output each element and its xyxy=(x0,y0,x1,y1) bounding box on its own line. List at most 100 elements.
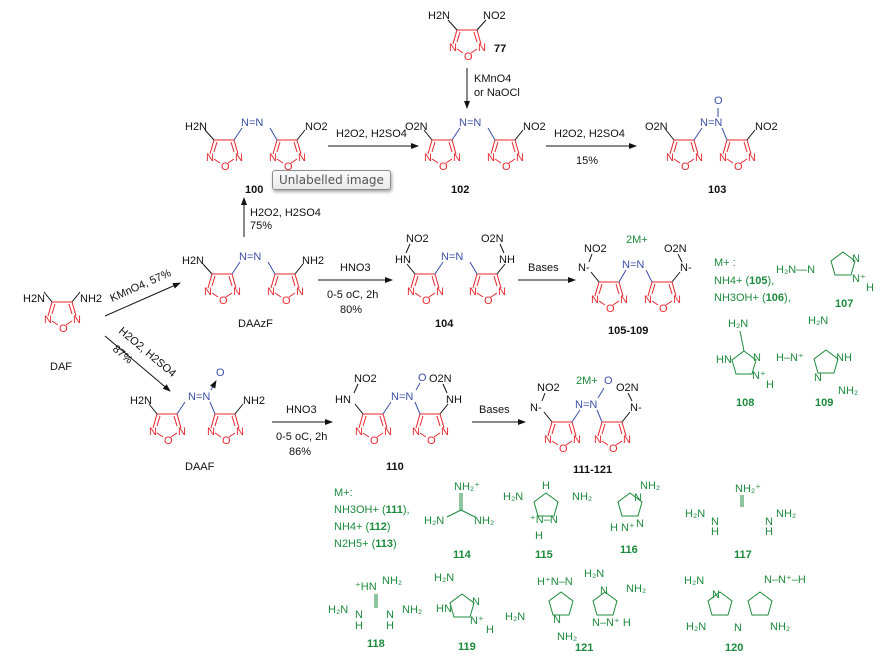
arrow-daf-to-daaf xyxy=(104,335,171,392)
c111-oxide: O xyxy=(604,375,613,387)
svg-text:NH₂: NH₂ xyxy=(626,583,646,595)
cation-116: NH₂ N H N⁺ N 116 xyxy=(610,480,660,556)
svg-text:NH₂: NH₂ xyxy=(474,515,494,527)
c105-sub-left-top: NO2 xyxy=(584,243,607,255)
svg-text:N: N xyxy=(636,518,644,530)
svg-text:NH₂: NH₂ xyxy=(572,491,592,503)
rdaazf-104-line3: 80% xyxy=(340,304,362,316)
c111-sub-left-top: NO2 xyxy=(537,382,560,394)
svg-text:NH: NH xyxy=(836,352,852,364)
rdaf-daazf-line1: KMnO4, 57% xyxy=(108,267,173,305)
svg-text:⁺N–N: ⁺N–N xyxy=(530,514,558,526)
cation-109: H₂N H–N⁺ NH N NH₂ 109 xyxy=(776,315,858,409)
svg-text:H: H xyxy=(766,379,774,391)
svg-text:N–N⁺–H: N–N⁺–H xyxy=(764,574,806,586)
daaf-bridge: N=N xyxy=(188,391,210,403)
rdaaf-110-line1: HNO3 xyxy=(286,404,317,416)
svg-text:N: N xyxy=(634,492,642,504)
cation-b-item: NH4+ (112) xyxy=(334,521,391,533)
svg-text:H: H xyxy=(386,620,394,632)
svg-text:NH₂: NH₂ xyxy=(557,631,577,643)
c121-label: 121 xyxy=(575,642,593,654)
svg-text:H₂N: H₂N xyxy=(808,315,828,327)
compound-103: O2N N=N O NO2 103 xyxy=(645,95,778,196)
compound-daazf: H2N N=N NH2 DAAzF xyxy=(182,251,324,330)
c104-sub-left-top: NO2 xyxy=(406,233,429,245)
c105-salt: 2M+ xyxy=(626,234,648,246)
c108-label: 108 xyxy=(736,397,754,409)
svg-text:H: H xyxy=(486,624,494,636)
svg-text:N: N xyxy=(355,609,363,621)
rdaazf-100-line2: 75% xyxy=(250,220,272,232)
svg-text:H₂N: H₂N xyxy=(434,572,454,584)
compound-104: NO2 HN N=N O2N NH 104 xyxy=(395,233,515,330)
c103-sub-left: O2N xyxy=(645,121,668,133)
c111-sub-left: N- xyxy=(530,402,542,414)
svg-text:HN: HN xyxy=(436,603,452,615)
daaf-sub-right: NH2 xyxy=(243,395,265,407)
c105-bridge: N=N xyxy=(622,259,644,271)
c100-label: 100 xyxy=(245,184,263,196)
cation-115: H H₂N NH₂ ⁺N–N H 115 xyxy=(503,480,592,561)
compound-111-121: 2M+ NO2 N- N=N O O2N N- 111-121 xyxy=(530,375,642,476)
r102-103-line2: 15% xyxy=(576,155,598,167)
c103-bridge: N=N xyxy=(700,117,722,129)
rdaazf-104-line2: 0-5 oC, 2h xyxy=(327,289,378,301)
svg-text:H N⁺: H N⁺ xyxy=(610,522,635,534)
daaf-oxide: O xyxy=(216,367,225,379)
c109-label: 109 xyxy=(815,397,833,409)
svg-text:N: N xyxy=(765,516,773,528)
r77-102-line2: or NaOCl xyxy=(474,87,520,99)
c110-oxide: O xyxy=(418,372,427,384)
svg-text:H₂N: H₂N xyxy=(505,611,525,623)
image-tooltip: Unlabelled image xyxy=(272,170,391,190)
svg-text:N: N xyxy=(553,614,561,626)
svg-text:H: H xyxy=(355,620,363,632)
cation-108: H₂N HN N N⁺ H 108 xyxy=(716,318,774,409)
c77-label: 77 xyxy=(494,43,506,55)
daazf-sub-left: H2N xyxy=(182,255,204,267)
svg-text:N⁺: N⁺ xyxy=(852,273,866,285)
c100-sub-left: H2N xyxy=(185,121,207,133)
c104-sub-right-top: O2N xyxy=(481,233,504,245)
svg-text:H₂N: H₂N xyxy=(684,575,704,587)
svg-text:NH₂: NH₂ xyxy=(838,385,858,397)
cations-a-header: M+ : xyxy=(714,257,736,269)
r110-111-line1: Bases xyxy=(479,404,510,416)
cation-list-b: M+: NH3OH+ (111), NH4+ (112) N2H5+ (113) xyxy=(334,487,410,550)
c110-sub-right: NH xyxy=(446,394,462,406)
svg-text:N⁺: N⁺ xyxy=(752,370,766,382)
svg-text:N: N xyxy=(600,585,608,597)
cation-a-item: NH4+ (105), xyxy=(714,275,774,287)
svg-text:H₂N: H₂N xyxy=(686,621,706,633)
cation-121: H⁺N–N H₂N N NH₂ H₂N N NH₂ N–N⁺ H 121 xyxy=(505,568,646,654)
svg-text:N: N xyxy=(711,516,719,528)
compound-77: H2N NO2 77 xyxy=(428,10,506,64)
c100-bridge: N=N xyxy=(241,117,263,129)
c105-sub-left: N- xyxy=(578,262,590,274)
r77-102-line1: KMnO4 xyxy=(474,73,511,85)
svg-text:NH₂: NH₂ xyxy=(640,480,660,492)
rdaaf-110-line2: 0-5 oC, 2h xyxy=(276,431,327,443)
c105-sub-right-top: O2N xyxy=(664,243,687,255)
c103-oxide: O xyxy=(714,95,723,107)
c107-label: 107 xyxy=(835,298,853,310)
daf-label: DAF xyxy=(50,361,72,373)
svg-text:N: N xyxy=(386,609,394,621)
daaf-sub-left: H2N xyxy=(130,395,152,407)
daazf-label: DAAzF xyxy=(238,318,273,330)
cation-b-item: NH3OH+ (111), xyxy=(334,504,410,516)
svg-text:N–N⁺ H: N–N⁺ H xyxy=(592,617,631,629)
compound-100: H2N N=N NO2 100 xyxy=(185,117,328,196)
svg-text:N: N xyxy=(472,596,480,608)
c111-sub-right: N- xyxy=(630,402,642,414)
svg-text:H₂N: H₂N xyxy=(503,491,523,503)
c102-label: 102 xyxy=(451,184,469,196)
c105-label: 105-109 xyxy=(608,325,648,337)
c104-bridge: N=N xyxy=(441,251,463,263)
c100-sub-right: NO2 xyxy=(305,121,328,133)
daaf-label: DAAF xyxy=(185,461,215,473)
c77-sub-left: H2N xyxy=(428,10,450,22)
svg-text:H: H xyxy=(711,526,719,538)
